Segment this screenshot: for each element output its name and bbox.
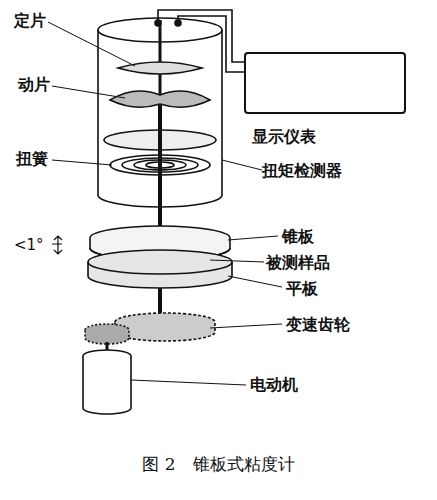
part-label: 电动机 [250,376,298,394]
part-label: 定片 [14,12,46,30]
angle-label: <1° [14,236,44,254]
terminal [175,20,181,26]
part-label: 动片 [18,76,50,94]
shaft [158,104,162,240]
part-label: 被测样品 [266,254,330,272]
part-label: 锥板 [282,228,314,246]
plate-edge [88,262,232,274]
part-label: 扭矩检测器 [262,162,342,180]
part-label: 变速齿轮 [286,316,350,334]
figure-caption: 图 2 锥板式粘度计 [142,454,294,474]
stem [159,20,162,95]
angle-mark [52,236,62,254]
motor-body [83,356,131,414]
speed-gear [115,313,215,341]
part-label: 平板 [286,280,318,298]
pinion-gear [85,324,129,344]
signal-wire [178,16,244,72]
part-label: 扭簧 [16,150,48,168]
flat-plate [88,250,232,288]
display-instrument: 显示仪表 [244,52,406,114]
node-label: 显示仪表 [252,128,316,146]
